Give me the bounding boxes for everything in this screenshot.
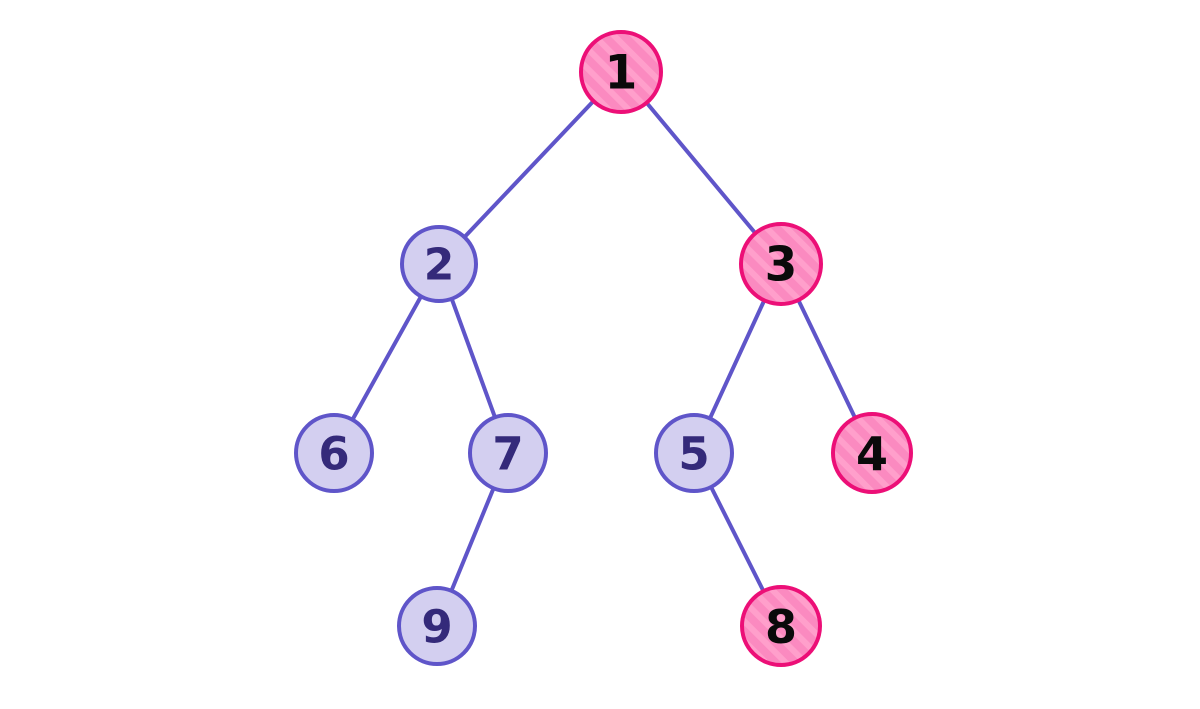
node-circle-4[interactable]: [831, 412, 913, 494]
node-circle-5[interactable]: [654, 413, 734, 493]
tree-edge-1-2: [463, 99, 595, 239]
node-circle-7[interactable]: [468, 413, 548, 493]
node-label-5: 5: [678, 428, 709, 481]
tree-edge-2-6: [350, 295, 423, 421]
node-label-7: 7: [492, 428, 523, 481]
node-circle-8[interactable]: [740, 585, 822, 667]
node-label-1: 1: [605, 46, 638, 101]
tree-node-3[interactable]: 3: [739, 222, 823, 306]
tree-node-8[interactable]: 8: [740, 585, 822, 667]
node-label-2: 2: [424, 240, 455, 291]
tree-edge-3-4: [796, 298, 857, 419]
tree-node-6[interactable]: 6: [294, 413, 374, 493]
node-label-4: 4: [856, 427, 888, 481]
tree-edge-7-9: [449, 487, 496, 592]
node-label-8: 8: [765, 600, 797, 654]
node-label-9: 9: [421, 601, 452, 654]
tree-node-2[interactable]: 2: [400, 225, 478, 303]
node-circle-3[interactable]: [739, 222, 823, 306]
tree-edge-2-7: [450, 297, 497, 419]
tree-edge-3-5: [708, 299, 766, 420]
node-layer: 1 2 3 6 7 5 4 9 8: [294, 30, 913, 667]
node-circle-6[interactable]: [294, 413, 374, 493]
tree-node-4[interactable]: 4: [831, 412, 913, 494]
node-label-3: 3: [765, 238, 798, 293]
node-circle-9[interactable]: [397, 586, 477, 666]
node-label-6: 6: [318, 428, 349, 481]
tree-node-7[interactable]: 7: [468, 413, 548, 493]
tree-edge-1-3: [645, 101, 757, 235]
node-circle-2[interactable]: [400, 225, 478, 303]
node-circle-1[interactable]: [579, 30, 663, 114]
edge-layer: [350, 99, 857, 593]
tree-edge-5-8: [709, 485, 766, 593]
tree-node-1[interactable]: 1: [579, 30, 663, 114]
tree-node-5[interactable]: 5: [654, 413, 734, 493]
tree-node-9[interactable]: 9: [397, 586, 477, 666]
